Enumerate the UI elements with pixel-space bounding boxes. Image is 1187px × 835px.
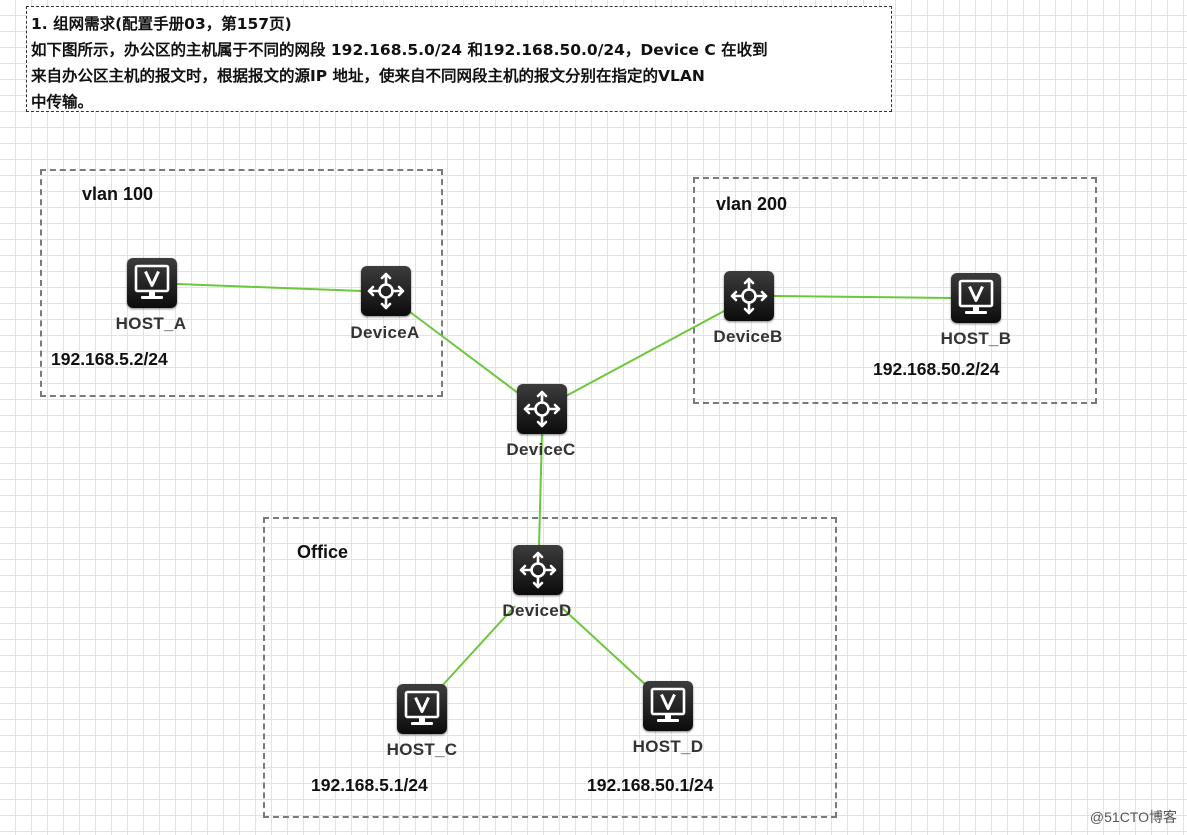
zone-office-title: Office xyxy=(297,542,349,562)
requirements-line-3: 中传输。 xyxy=(31,93,94,111)
requirements-line-2: 来自办公区主机的报文时，根据报文的源IP 地址，使来自不同网段主机的报文分别在指… xyxy=(31,67,705,85)
link-devicec-deviced xyxy=(538,432,543,548)
deviced-switch-icon[interactable] xyxy=(513,545,563,595)
hostb-ip: 192.168.50.2/24 xyxy=(873,359,1000,379)
link-deviced-hostd xyxy=(559,605,648,687)
devicec-switch-icon[interactable] xyxy=(517,384,567,434)
hostc-label: HOST_C xyxy=(386,740,458,759)
link-devicea-devicec xyxy=(409,311,519,394)
hostd-monitor-icon[interactable] xyxy=(643,681,693,731)
requirements-heading: 1. 组网需求(配置手册03，第157页) xyxy=(31,15,292,33)
deviced-label: DeviceD xyxy=(502,601,572,620)
zone-vlan200-title: vlan 200 xyxy=(716,194,788,214)
link-hosta-devicea xyxy=(176,283,363,292)
link-deviceb-devicec xyxy=(565,309,727,397)
hostd-ip: 192.168.50.1/24 xyxy=(587,775,714,795)
deviceb-label: DeviceB xyxy=(713,327,783,346)
link-deviceb-hostb xyxy=(773,295,953,299)
zone-vlan200 xyxy=(693,177,1097,404)
requirements-box: 1. 组网需求(配置手册03，第157页) 如下图所示，办公区的主机属于不同的网… xyxy=(26,6,892,112)
hostd-label: HOST_D xyxy=(632,737,704,756)
hostc-monitor-icon[interactable] xyxy=(397,684,447,734)
devicea-switch-icon[interactable] xyxy=(361,266,411,316)
hostc-ip: 192.168.5.1/24 xyxy=(311,775,428,795)
deviceb-switch-icon[interactable] xyxy=(724,271,774,321)
link-deviced-hostc xyxy=(440,605,516,688)
hostb-monitor-icon[interactable] xyxy=(951,273,1001,323)
requirements-line-1: 如下图所示，办公区的主机属于不同的网段 192.168.5.0/24 和192.… xyxy=(31,41,768,59)
hostb-label: HOST_B xyxy=(940,329,1012,348)
devicec-label: DeviceC xyxy=(506,440,576,459)
zone-office xyxy=(263,517,837,818)
zone-vlan100-title: vlan 100 xyxy=(82,184,154,204)
hosta-monitor-icon[interactable] xyxy=(127,258,177,308)
watermark: @51CTO博客 xyxy=(1089,809,1177,825)
hosta-label: HOST_A xyxy=(115,314,187,333)
zone-vlan100 xyxy=(40,169,443,397)
hosta-ip: 192.168.5.2/24 xyxy=(51,349,168,369)
devicea-label: DeviceA xyxy=(350,323,420,342)
